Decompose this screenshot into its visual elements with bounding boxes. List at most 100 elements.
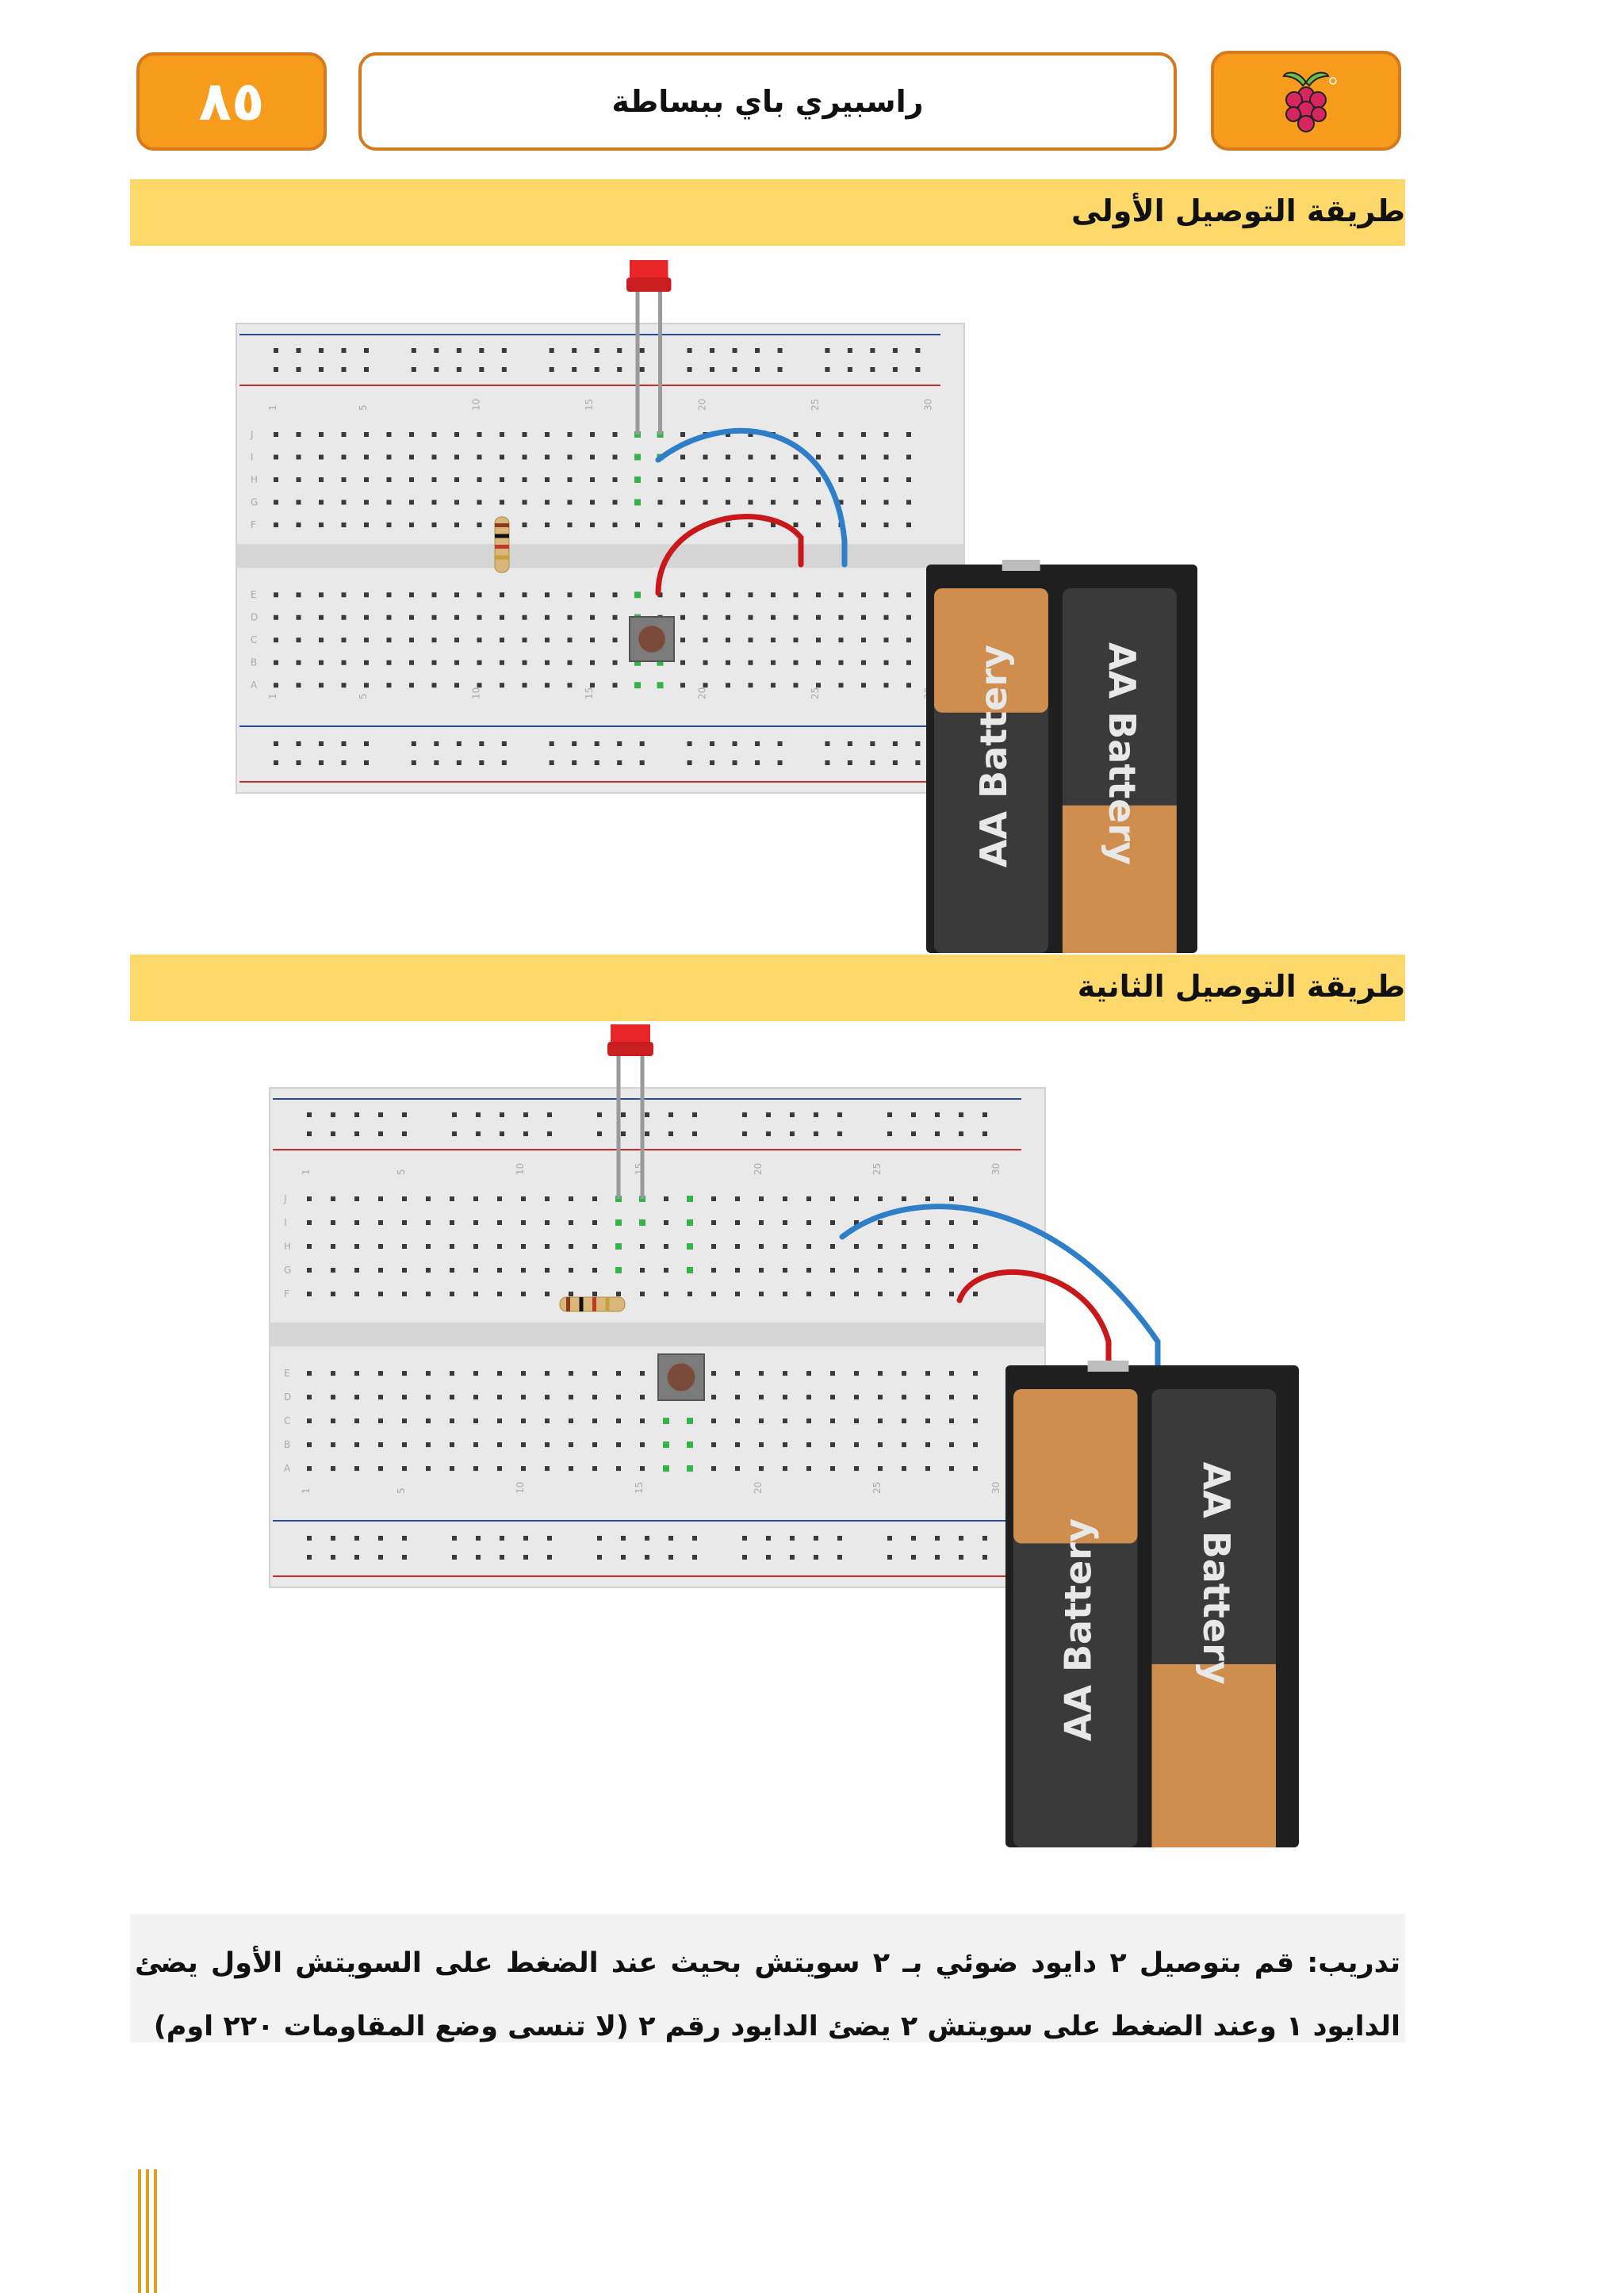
hole: [431, 660, 437, 665]
resistor-band: [592, 1297, 596, 1311]
hole: [569, 1418, 573, 1424]
rail-hole: [549, 367, 554, 372]
rail-hole: [274, 367, 278, 372]
rail-hole: [935, 1536, 940, 1541]
hole: [409, 592, 414, 598]
hole: [878, 1268, 883, 1273]
hole: [906, 614, 911, 620]
rail-hole: [341, 348, 347, 353]
hole: [522, 592, 527, 598]
rail-hole: [479, 741, 485, 746]
hole: [409, 432, 414, 437]
book-title-box: راسبيري باي ببساطة: [358, 52, 1177, 151]
hole: [878, 1244, 883, 1249]
resistor-band: [495, 545, 509, 549]
hole: [816, 432, 821, 437]
hole: [341, 660, 347, 665]
hole: [973, 1418, 978, 1424]
hole: [409, 454, 414, 460]
hole: [861, 477, 866, 482]
rail-hole: [479, 348, 485, 353]
hole: [793, 683, 799, 688]
hole: [735, 1371, 740, 1376]
rail-hole: [887, 1555, 892, 1560]
hole: [431, 683, 437, 688]
hole: [711, 1196, 716, 1201]
hole: [612, 614, 618, 620]
rail-hole: [870, 367, 875, 372]
hole: [450, 1244, 454, 1249]
hole: [973, 1466, 978, 1472]
hole: [500, 500, 504, 505]
hole: [473, 1466, 478, 1472]
hole: [409, 477, 414, 482]
rail-hole: [523, 1112, 528, 1117]
hole: [640, 1371, 645, 1376]
hole: [816, 500, 821, 505]
hole: [861, 523, 866, 527]
hole: [748, 454, 753, 460]
hole: [838, 432, 844, 437]
hole: [426, 1268, 431, 1273]
rail-hole: [597, 1112, 602, 1117]
rail-hole: [572, 741, 577, 746]
hole: [925, 1292, 930, 1296]
hole: [759, 1442, 764, 1448]
hole: [680, 592, 685, 598]
hole: [664, 1292, 668, 1296]
row-letter: G: [284, 1265, 291, 1276]
hole: [640, 1268, 645, 1273]
hole: [331, 1371, 335, 1376]
hole: [522, 683, 527, 688]
push-button-cap: [667, 1363, 695, 1391]
rail-hole: [476, 1131, 481, 1136]
hole: [925, 1442, 930, 1448]
hole: [296, 683, 301, 688]
hole: [806, 1442, 811, 1448]
hole: [793, 592, 799, 598]
hole: [973, 1371, 978, 1376]
row-letter: F: [284, 1288, 289, 1300]
hole: [364, 660, 369, 665]
hole: [378, 1395, 383, 1400]
hole: [378, 1418, 383, 1424]
hole: [545, 1466, 550, 1472]
rail-hole: [755, 348, 760, 353]
hole: [341, 454, 347, 460]
rail-hole: [364, 348, 369, 353]
column-number: 20: [753, 1163, 764, 1175]
hole: [640, 1418, 645, 1424]
rail-hole: [692, 1131, 697, 1136]
hole: [567, 592, 573, 598]
hole: [497, 1244, 502, 1249]
hole: [759, 1418, 764, 1424]
hole: [497, 1442, 502, 1448]
hole: [664, 1244, 668, 1249]
hole: [783, 1371, 787, 1376]
battery-contact: [1002, 560, 1040, 571]
hole: [402, 1292, 407, 1296]
hole: [354, 1220, 359, 1225]
active-hole: [687, 1418, 693, 1425]
battery-label: AA Battery: [1195, 1462, 1238, 1685]
hole: [386, 592, 392, 598]
row-letter: E: [284, 1368, 290, 1379]
hole: [590, 432, 595, 437]
rail-hole: [296, 367, 301, 372]
hole: [664, 1196, 668, 1201]
hole: [680, 454, 685, 460]
rail-hole: [777, 760, 783, 765]
column-number: 25: [871, 1482, 883, 1494]
hole: [569, 1442, 573, 1448]
hole: [902, 1220, 906, 1225]
rail-hole: [692, 1536, 697, 1541]
rail-hole: [668, 1112, 673, 1117]
hole: [726, 477, 730, 482]
rail-hole: [915, 367, 921, 372]
hole: [274, 500, 278, 505]
hole: [906, 637, 911, 643]
rail-hole: [341, 760, 347, 765]
rail-hole: [766, 1555, 771, 1560]
active-hole: [663, 1441, 669, 1449]
rail-hole: [935, 1555, 940, 1560]
